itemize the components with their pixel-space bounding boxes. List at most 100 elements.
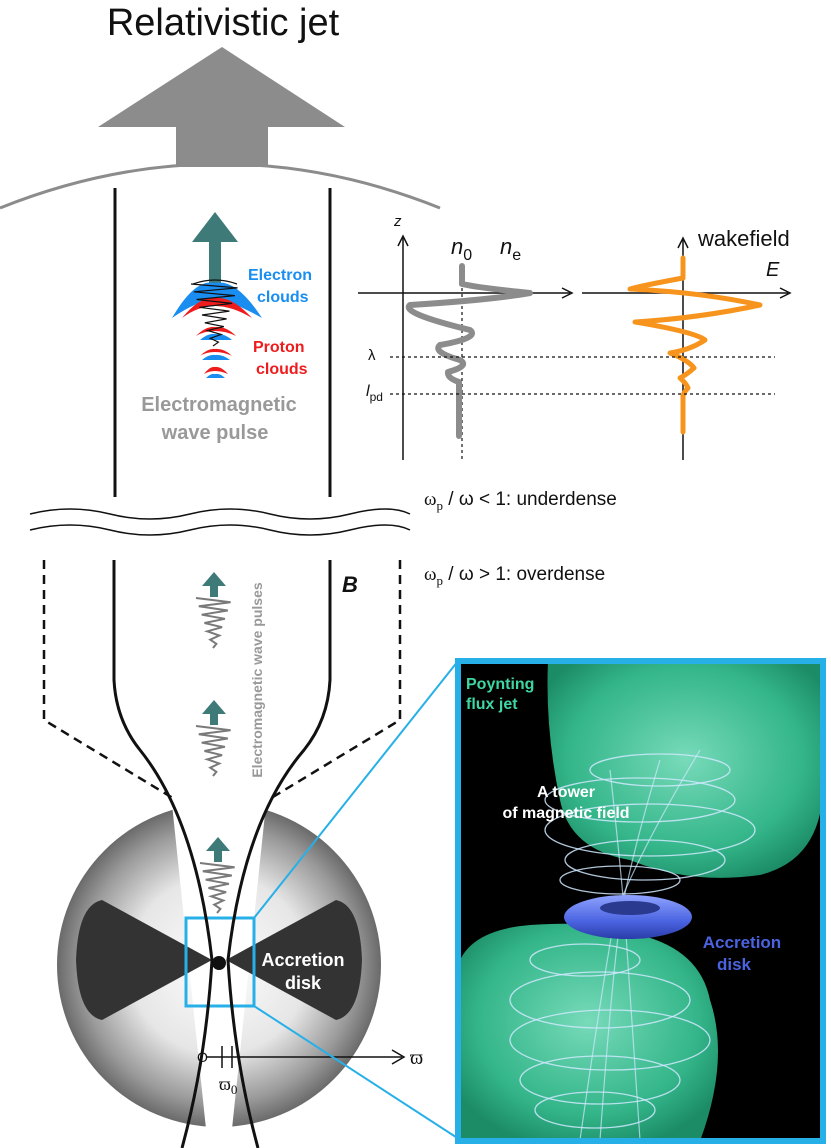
wakefield-axis-arrowhead [677, 236, 689, 249]
inset-source-box [184, 916, 256, 1008]
lpd-label: lpd [366, 383, 383, 404]
jet-wall-left-lower [112, 560, 214, 1148]
simulation-inset [455, 658, 826, 1144]
electron-cloud-4 [206, 373, 225, 378]
em-wave-pulses-label: Electromagnetic wave pulses [249, 582, 265, 778]
break-line-upper [29, 508, 411, 520]
small-pulse-wave [195, 725, 231, 777]
em-wave-cap [192, 279, 238, 285]
electron-cloud-3 [202, 354, 230, 360]
B-field-label: B [342, 572, 358, 597]
em-wave-pulse-label-2: wave pulse [161, 422, 269, 444]
proton-cloud-2 [196, 326, 236, 336]
small-pulse-wave [199, 862, 235, 914]
field-loop [544, 777, 736, 823]
electron-clouds-label-1: Electron [248, 267, 312, 284]
E-label: E [766, 259, 780, 281]
radial-axis-label: ϖ [410, 1047, 423, 1069]
field-tower-label-1: A tower [537, 784, 595, 801]
wakefield-curve [627, 255, 763, 435]
field-loop [519, 1055, 681, 1105]
lambda-label: λ [368, 347, 376, 364]
field-loop [544, 803, 756, 857]
field-line-right-dashed [267, 560, 402, 802]
wakefield-label: wakefield [697, 226, 790, 251]
poynting-jet-label-1: Poynting [466, 676, 534, 693]
varpi0-label: ϖ0 [219, 1074, 237, 1097]
accretion-disk-left [76, 900, 212, 1020]
small-pulse-wave [195, 597, 231, 649]
varpi0-subscript: 0 [231, 1082, 238, 1097]
small-pulse-arrow-head [202, 572, 226, 586]
lpd-subscript: pd [370, 390, 383, 404]
ne-symbol: n [500, 234, 512, 259]
lpd-symbol: l [366, 383, 370, 400]
small-pulse-arrow-shaft [210, 713, 218, 725]
field-loop [529, 943, 641, 977]
small-pulse-arrow-head [206, 837, 230, 851]
em-wave-pulse [190, 279, 238, 347]
small-pulse-arrow-head [202, 700, 226, 714]
break-line-lower [29, 524, 411, 536]
pulse-arrow-head [192, 212, 238, 242]
inset-connector-bottom [253, 1005, 463, 1142]
proton-cloud-3 [200, 348, 232, 356]
small-pulse-arrow-shaft [210, 585, 218, 597]
pulse-detail [172, 212, 262, 378]
small-pulse-arrow-shaft [214, 850, 222, 862]
field-tower-label-2: of magnetic field [502, 805, 629, 822]
ne-label: ne [500, 234, 521, 264]
electron-density-curve [405, 263, 533, 439]
field-loop [564, 839, 726, 881]
overdense-text: / ω > 1: overdense [443, 564, 605, 585]
proton-cloud-shell-1 [182, 297, 252, 318]
radial-axis-arrowhead [391, 1049, 406, 1065]
z-axis-arrowhead [397, 234, 409, 247]
accretion-disk-label-1: Accretion [261, 950, 344, 970]
em-wave-zigzag [190, 283, 238, 347]
proton-cloud-4 [204, 366, 228, 374]
overdense-label: ωp / ω > 1: overdense [424, 564, 605, 588]
accretion-torus-back [564, 895, 692, 939]
n0-subscript: 0 [463, 247, 472, 264]
inset-accretion-label-1: Accretion [703, 933, 781, 952]
underdense-subscript: p [437, 498, 444, 513]
inset-connector-top [253, 660, 459, 919]
inset-border [455, 658, 826, 1144]
poynting-jet-label-2: flux jet [466, 696, 518, 713]
field-loop [589, 753, 731, 787]
title: Relativistic jet [107, 2, 340, 44]
field-loop [509, 971, 691, 1029]
origin-label: O [197, 1049, 208, 1065]
overdense-omega: ω [424, 564, 437, 585]
z-axis-label: z [393, 213, 402, 230]
n0-label: n0 [451, 234, 472, 264]
accretion-disk-right [226, 900, 362, 1020]
accretion-disk-label-2: disk [285, 973, 322, 993]
ne-subscript: e [512, 247, 521, 264]
underdense-label: ωp / ω < 1: underdense [424, 489, 617, 513]
profile-plot [358, 234, 792, 462]
small-pulses [195, 572, 235, 914]
varpi0-symbol: ϖ [219, 1074, 231, 1094]
pulse-arrow-shaft [209, 240, 221, 284]
n0-symbol: n [451, 234, 463, 259]
overdense-subscript: p [437, 573, 444, 588]
jet-direction-arrow [98, 47, 345, 167]
underdense-omega: ω [424, 489, 437, 510]
field-line-left-dashed [42, 560, 177, 802]
jet-wall-right-lower [226, 560, 332, 1148]
field-loop [534, 1091, 656, 1129]
proton-clouds-label-2: clouds [256, 361, 308, 378]
jet-head-arc [0, 162, 441, 210]
accretion-torus-hole [600, 901, 660, 915]
density-axis-arrowhead [561, 287, 574, 299]
electron-cloud-2 [200, 333, 232, 340]
underdense-text: / ω < 1: underdense [443, 489, 617, 510]
black-hole [212, 956, 226, 970]
electron-clouds-label-2: clouds [257, 289, 309, 306]
lower-jet-lobe [458, 923, 718, 1141]
E-axis-arrowhead [779, 287, 792, 299]
